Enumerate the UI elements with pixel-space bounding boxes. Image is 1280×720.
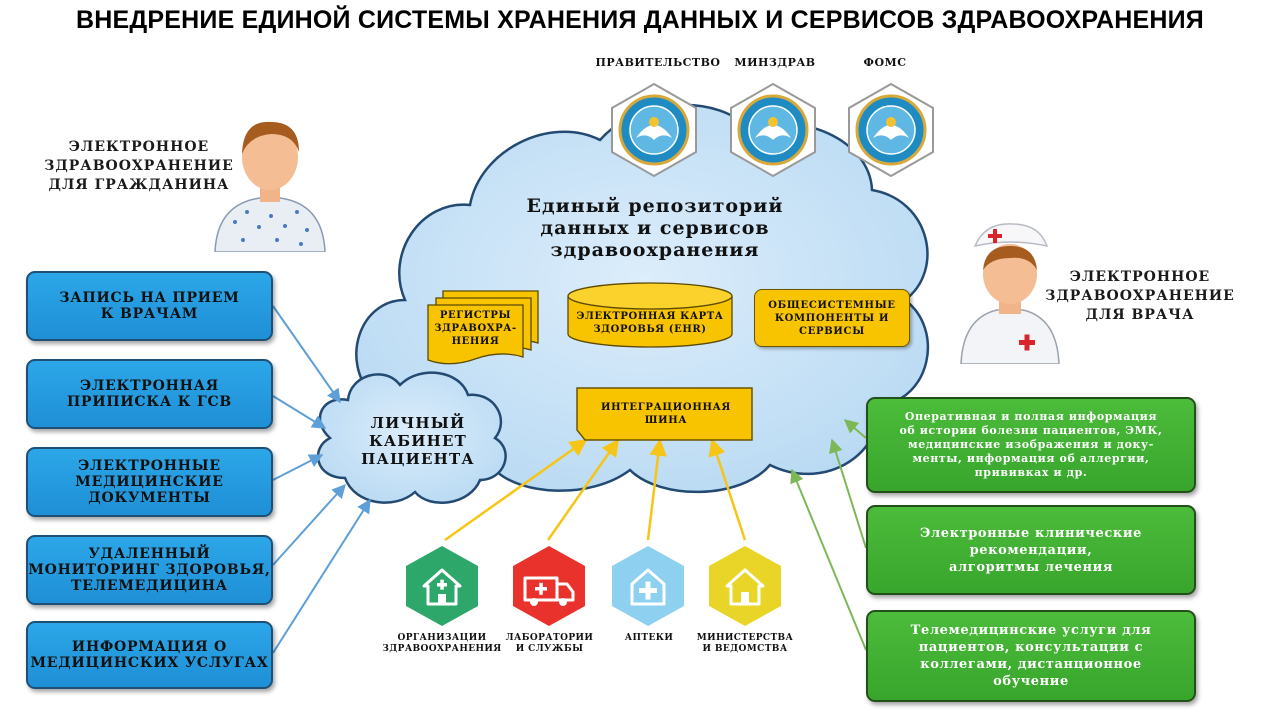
category-label: ЛАБОРАТОРИИ И СЛУЖБЫ bbox=[505, 633, 594, 654]
nurse-icon bbox=[960, 223, 1060, 364]
service-gsv-registration-box[interactable]: ЭЛЕКТРОННАЯ ПРИПИСКА К ГСВ bbox=[26, 359, 273, 429]
patient-cabinet-label: ЛИЧНЫЙ КАБИНЕТ ПАЦИЕНТА bbox=[361, 414, 475, 468]
emblem-icon bbox=[730, 82, 816, 178]
org-minzdrav: МИНЗДРАВ bbox=[720, 56, 830, 69]
org-government: ПРАВИТЕЛЬСТВО bbox=[588, 56, 728, 69]
page-title: ВНЕДРЕНИЕ ЕДИНОЙ СИСТЕМЫ ХРАНЕНИЯ ДАННЫХ… bbox=[76, 6, 1204, 34]
org-label: ПРАВИТЕЛЬСТВО bbox=[595, 56, 721, 69]
integration-bus-label: ИНТЕГРАЦИОННАЯ ШИНА bbox=[600, 402, 731, 426]
house-icon bbox=[709, 546, 781, 626]
ambulance-icon bbox=[513, 546, 585, 626]
citizen-caption: ЭЛЕКТРОННОЕ ЗДРАВООХРАНЕНИЕ ДЛЯ ГРАЖДАНИ… bbox=[44, 139, 234, 193]
org-foms: ФОМС bbox=[840, 56, 930, 69]
repository-title: Единый репозиторий данных и сервисов здр… bbox=[526, 195, 784, 261]
service-medical-info-box[interactable]: ИНФОРМАЦИЯ О МЕДИЦИНСКИХ УСЛУГАХ bbox=[26, 621, 273, 689]
clinical-guidelines-box[interactable]: Электронные клинические рекомендации, ал… bbox=[866, 505, 1196, 595]
bus-shape bbox=[576, 387, 753, 441]
service-medical-documents-box[interactable]: ЭЛЕКТРОННЫЕ МЕДИЦИНСКИЕ ДОКУМЕНТЫ bbox=[26, 447, 273, 517]
doctor-info-box[interactable]: Оперативная и полная информация об истор… bbox=[866, 397, 1196, 493]
category-label: ОРГАНИЗАЦИИ ЗДРАВООХРАНЕНИЯ bbox=[382, 633, 502, 654]
yellow-connectors bbox=[444, 438, 747, 542]
common-components-box: ОБЩЕСИСТЕМНЫЕ КОМПОНЕНТЫ И СЕРВИСЫ bbox=[754, 289, 910, 347]
service-appointment-box[interactable]: ЗАПИСЬ НА ПРИЕМ К ВРАЧАМ bbox=[26, 271, 273, 341]
green-connectors bbox=[790, 419, 867, 651]
service-telemedicine-box[interactable]: УДАЛЕННЫЙ МОНИТОРИНГ ЗДОРОВЬЯ, ТЕЛЕМЕДИЦ… bbox=[26, 535, 273, 605]
org-label: ФОМС bbox=[863, 56, 907, 69]
ehr-label: ЭЛЕКТРОННАЯ КАРТА ЗДОРОВЬЯ (EHR) bbox=[576, 311, 724, 335]
registries-label: РЕГИСТРЫ ЗДРАВОХРА- НЕНИЯ bbox=[434, 310, 517, 347]
blue-connectors bbox=[272, 305, 371, 654]
emblem-icon bbox=[848, 82, 934, 178]
registries-doc-stack bbox=[427, 290, 539, 365]
doctor-caption: ЭЛЕКТРОННОЕ ЗДРАВООХРАНЕНИЕ ДЛЯ ВРАЧА bbox=[1045, 269, 1235, 323]
patient-icon bbox=[214, 121, 326, 252]
cross-icon bbox=[612, 546, 684, 626]
ehr-cylinder bbox=[567, 282, 733, 348]
category-label: АПТЕКИ bbox=[624, 633, 674, 643]
telemedicine-services-box[interactable]: Телемедицинские услуги для пациентов, ко… bbox=[866, 610, 1196, 702]
category-label: МИНИСТЕРСТВА И ВЕДОМСТВА bbox=[696, 633, 794, 654]
house-icon bbox=[406, 546, 478, 626]
emblem-icon bbox=[611, 82, 697, 178]
org-label: МИНЗДРАВ bbox=[734, 56, 816, 69]
